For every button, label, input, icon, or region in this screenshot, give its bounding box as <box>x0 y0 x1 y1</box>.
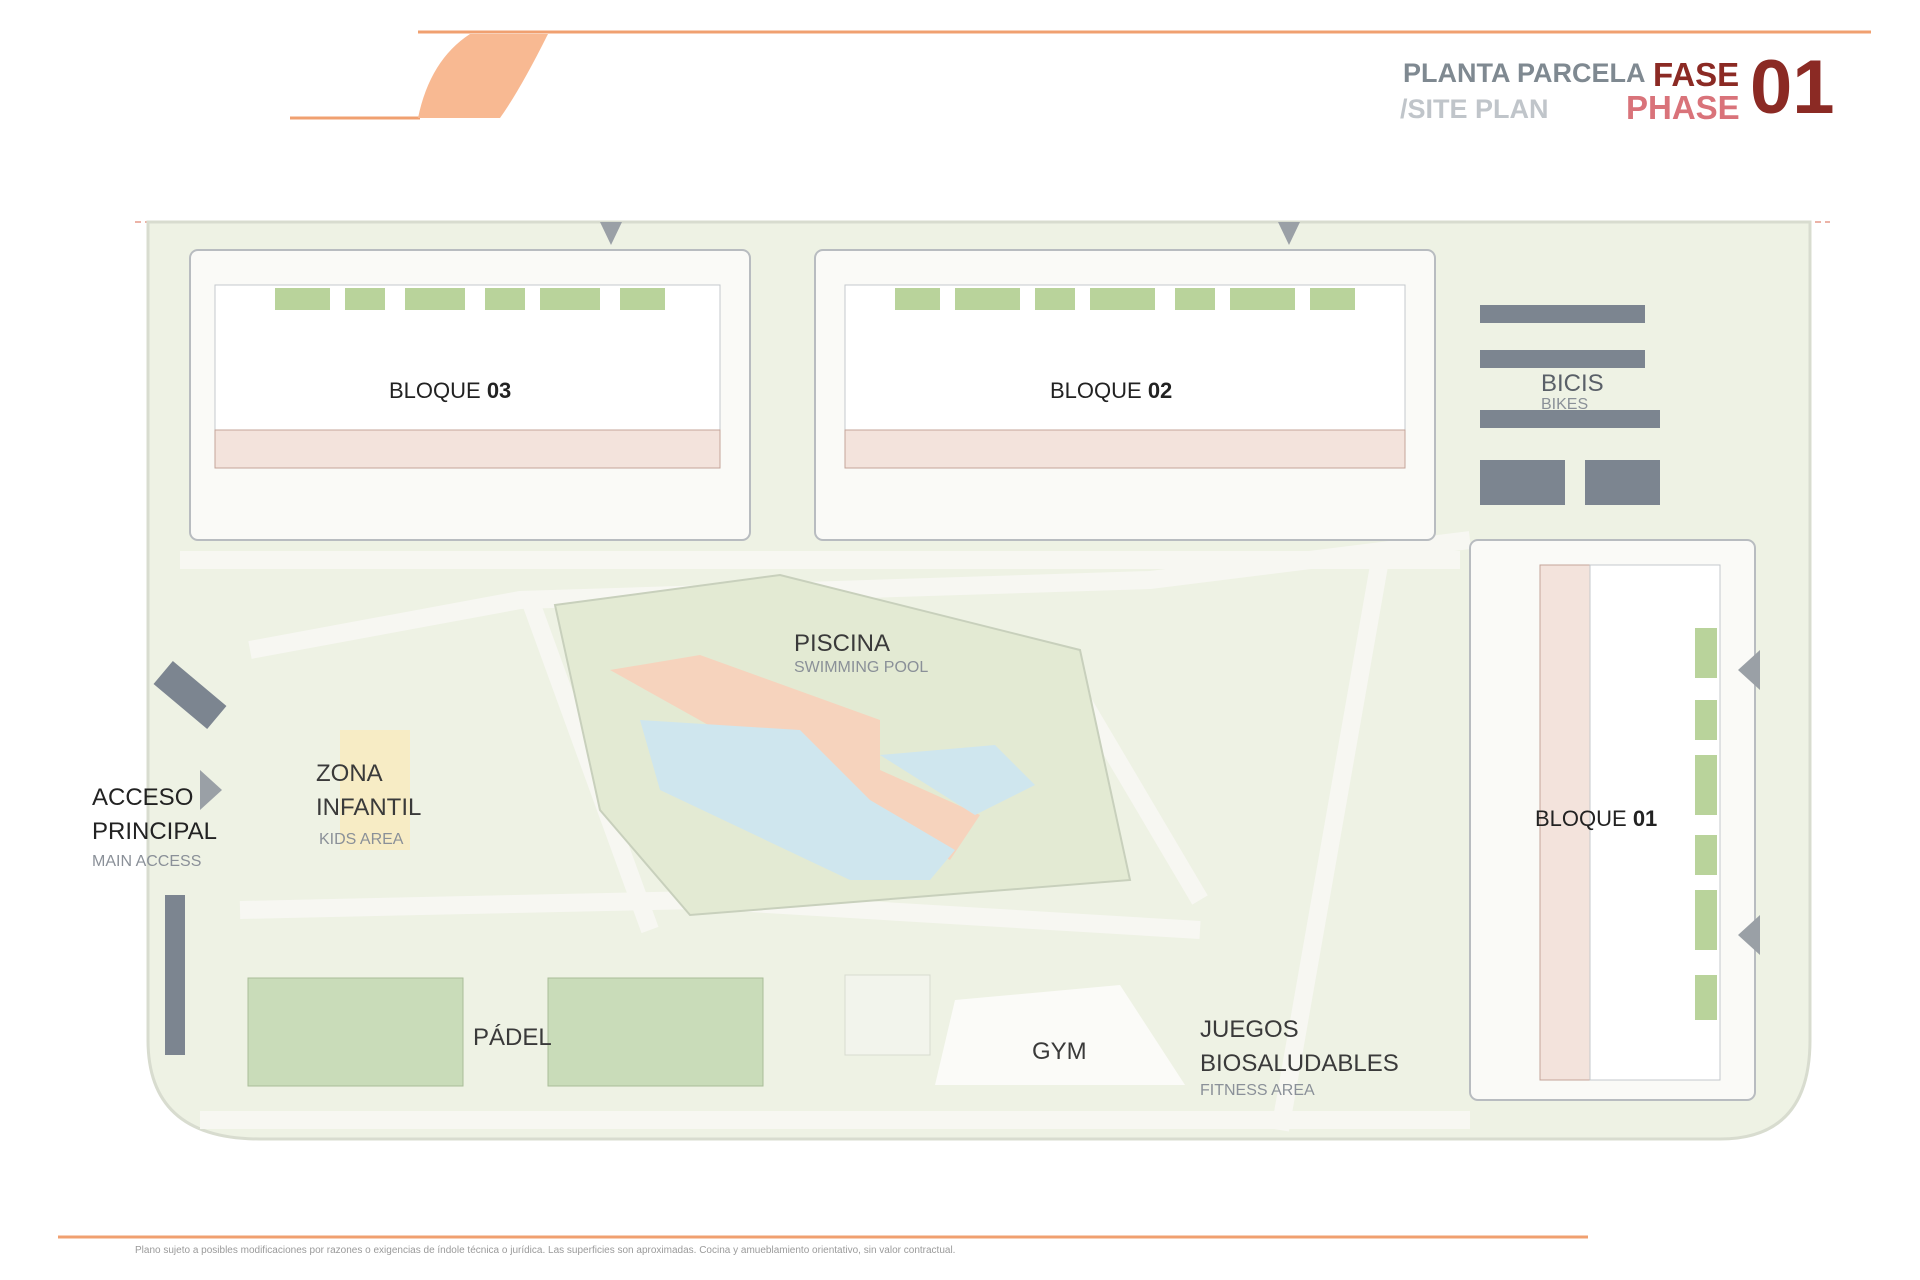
bikes-label: BIKES <box>1541 396 1589 413</box>
phase-es: FASE <box>1653 56 1740 93</box>
gym-area <box>935 985 1185 1085</box>
principal-label: PRINCIPAL <box>92 818 217 845</box>
bloque-01-building <box>1469 539 1760 1101</box>
pool-water-small <box>880 745 1035 815</box>
juegos-label: JUEGOS <box>1200 1016 1299 1043</box>
header-brand-shape <box>418 34 548 118</box>
kids-area-label: KIDS AREA <box>319 831 404 848</box>
access-parking <box>153 661 227 729</box>
phase-number: 01 <box>1750 45 1835 130</box>
bike-parking <box>1480 305 1660 505</box>
piscina-label: PISCINA <box>794 630 891 657</box>
main-access-arrow <box>200 770 222 810</box>
bloque-03-label: BLOQUE 03 <box>389 378 512 403</box>
phase-en: PHASE <box>1626 89 1740 126</box>
infantil-label: INFANTIL <box>316 794 422 821</box>
zona-label: ZONA <box>316 760 383 787</box>
gym-label: GYM <box>1032 1038 1087 1065</box>
main-access-label: MAIN ACCESS <box>92 853 202 870</box>
fitness-area-label: FITNESS AREA <box>1200 1082 1315 1099</box>
access-parking-side <box>165 895 185 1055</box>
biosaludables-label: BIOSALUDABLES <box>1200 1050 1399 1077</box>
bloque-01-label: BLOQUE 01 <box>1535 806 1658 831</box>
footer-disclaimer: Plano sujeto a posibles modificaciones p… <box>135 1245 956 1256</box>
pool-water <box>640 720 955 880</box>
bloque-02-building <box>814 222 1436 541</box>
bicis-label: BICIS <box>1541 370 1604 397</box>
sport-pad <box>844 974 931 1056</box>
walkways <box>180 531 1472 1132</box>
bloque-03-building <box>189 222 751 541</box>
padel-label: PÁDEL <box>473 1024 552 1051</box>
bloque-02-label: BLOQUE 02 <box>1050 378 1173 403</box>
acceso-label: ACCESO <box>92 784 194 811</box>
padel-court-1 <box>247 977 464 1087</box>
title-en: /SITE PLAN <box>1400 94 1549 124</box>
title-es: PLANTA PARCELA <box>1403 58 1646 88</box>
kids-area-surface <box>340 730 410 850</box>
swimming-pool-label: SWIMMING POOL <box>794 659 929 676</box>
padel-court-2 <box>547 977 764 1087</box>
